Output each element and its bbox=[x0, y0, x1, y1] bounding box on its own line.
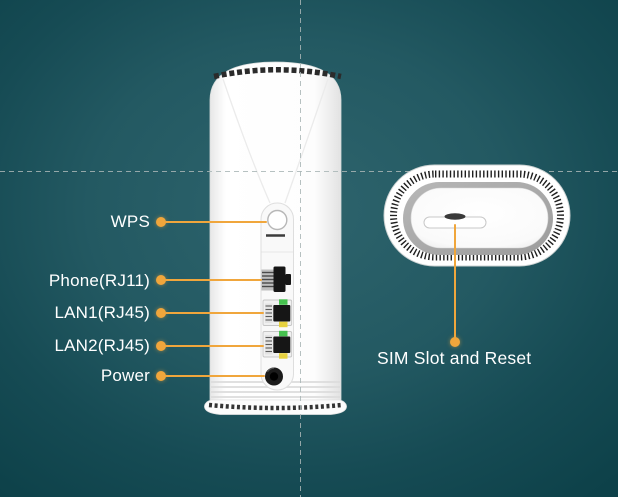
body-seam-right bbox=[284, 78, 329, 204]
callout-dot-sim bbox=[450, 337, 460, 347]
callout-label-phone: Phone(RJ11) bbox=[48, 270, 150, 290]
callout-label-wps: WPS bbox=[110, 212, 150, 231]
callout-label-lan1: LAN1(RJ45) bbox=[54, 303, 150, 322]
lan1-rj45-port bbox=[262, 299, 293, 328]
power-jack bbox=[265, 367, 283, 386]
lan2-led-yellow bbox=[279, 353, 288, 359]
callout-line-phone bbox=[165, 279, 262, 281]
lan1-led-green bbox=[279, 299, 288, 305]
top-vent-band bbox=[213, 67, 342, 80]
callout-line-power bbox=[165, 374, 265, 377]
callout-line-lan1 bbox=[165, 311, 264, 314]
callout-dot-power bbox=[156, 370, 166, 381]
callout-label-power: Power bbox=[100, 366, 150, 385]
callout-dot-phone bbox=[156, 275, 166, 285]
callout-label-sim: SIM Slot and Reset bbox=[377, 348, 532, 368]
reset-notch bbox=[444, 213, 466, 220]
top-vent-tick-ring bbox=[390, 170, 564, 261]
callout-dot-lan2 bbox=[156, 340, 166, 351]
callout-line-lan2 bbox=[165, 344, 264, 347]
phone-rj11-port bbox=[261, 266, 291, 292]
body-seam-left bbox=[222, 78, 271, 204]
port-panel-recess bbox=[260, 202, 294, 391]
callout-dot-lan1 bbox=[156, 307, 166, 318]
device-top-view bbox=[383, 164, 571, 267]
horizontal-guide-dashed-line bbox=[0, 171, 618, 172]
callout-dot-wps bbox=[156, 216, 166, 227]
lan2-led-green bbox=[279, 330, 288, 337]
base-flare bbox=[204, 399, 347, 415]
lan2-rj45-port bbox=[262, 330, 293, 359]
callout-label-lan2: LAN2(RJ45) bbox=[54, 336, 150, 355]
device-back-view bbox=[204, 61, 347, 415]
callout-line-wps bbox=[165, 220, 267, 223]
wps-button bbox=[267, 209, 288, 231]
base-vent-band bbox=[208, 402, 343, 411]
callout-line-sim bbox=[454, 224, 456, 338]
lan1-led-yellow bbox=[279, 321, 288, 328]
vertical-guide-dashed-line bbox=[300, 0, 301, 497]
